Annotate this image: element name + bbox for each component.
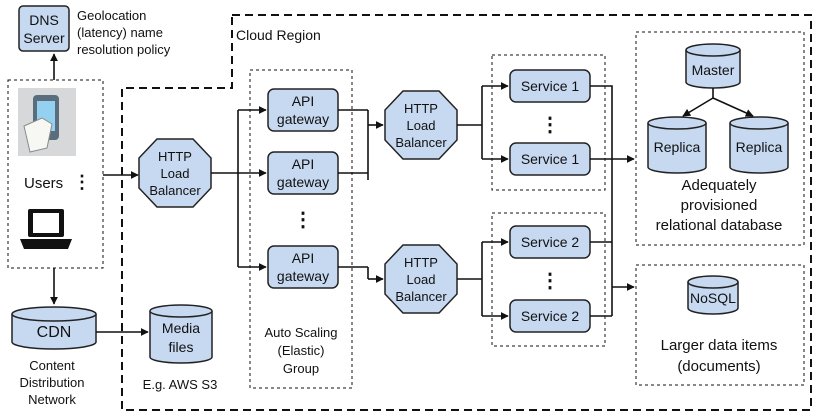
api-gateway-3-line2: gateway bbox=[277, 268, 329, 284]
media-files-caption: E.g. AWS S3 bbox=[143, 377, 218, 392]
load-balancer-2-line3: Balancer bbox=[395, 135, 447, 150]
geolocation-note-line3: resolution policy bbox=[77, 42, 171, 57]
relational-db-group bbox=[635, 31, 805, 246]
service2-dots: ⋮ bbox=[540, 270, 560, 292]
load-balancer-3-line3: Balancer bbox=[395, 289, 447, 304]
load-balancer-1-line1: HTTP bbox=[158, 149, 192, 164]
load-balancer-2-line1: HTTP bbox=[404, 101, 438, 116]
laptop-icon bbox=[20, 209, 72, 249]
dns-server-box bbox=[18, 5, 70, 52]
load-balancer-3-line1: HTTP bbox=[404, 255, 438, 270]
media-files-label-line1: Media bbox=[162, 320, 200, 336]
users-label: Users bbox=[24, 175, 63, 192]
nosql-group bbox=[635, 264, 805, 386]
master-db-label: Master bbox=[692, 62, 735, 78]
nosql-caption-line2: (documents) bbox=[677, 358, 760, 375]
edge-svc1a-out bbox=[590, 85, 613, 159]
api-gateway-3-line1: API bbox=[292, 250, 315, 266]
relational-caption-line2: provisioned bbox=[681, 197, 758, 214]
api-gateway-1-line1: API bbox=[292, 93, 315, 109]
dns-server-label-line1: DNS bbox=[29, 12, 59, 28]
service1-box-2-label: Service 1 bbox=[521, 151, 580, 167]
service2-box-2-label: Service 2 bbox=[521, 308, 580, 324]
replica-db-2-cylinder bbox=[729, 116, 789, 174]
users-group bbox=[7, 79, 104, 269]
replica-db-1-cylinder bbox=[647, 116, 707, 174]
api-gateway-1-line2: gateway bbox=[277, 111, 329, 127]
media-files-cylinder bbox=[149, 304, 213, 364]
service2-group bbox=[491, 212, 606, 347]
geolocation-note-line1: Geolocation bbox=[77, 8, 146, 23]
service1-dots: ⋮ bbox=[540, 114, 560, 136]
dns-server-label-line2: Server bbox=[23, 30, 65, 46]
cdn-cylinder bbox=[11, 306, 97, 350]
cdn-caption-line2: Distribution bbox=[19, 375, 84, 390]
load-balancer-1-line2: Load bbox=[161, 166, 190, 181]
autoscaling-label-line3: Group bbox=[283, 361, 319, 376]
edge-master-replica2 bbox=[712, 97, 754, 117]
api-gateway-dots: ⋮ bbox=[293, 209, 313, 231]
api-gateway-2-line2: gateway bbox=[277, 174, 329, 190]
relational-caption-line1: Adequately bbox=[681, 177, 757, 194]
load-balancer-2-line2: Load bbox=[407, 118, 436, 133]
autoscaling-label-line2: (Elastic) bbox=[278, 343, 325, 358]
master-db-cylinder bbox=[685, 43, 741, 89]
cloud-region-label: Cloud Region bbox=[236, 27, 321, 43]
service2-box-1-label: Service 2 bbox=[521, 234, 580, 250]
nosql-caption-line1: Larger data items bbox=[661, 337, 778, 354]
smartphone-hand-icon bbox=[18, 88, 76, 156]
users-dots: ⋮ bbox=[73, 172, 91, 192]
geolocation-note-line2: (latency) name bbox=[77, 25, 163, 40]
cdn-label: CDN bbox=[37, 324, 72, 341]
load-balancer-2 bbox=[384, 90, 458, 160]
load-balancer-1 bbox=[138, 138, 212, 208]
load-balancer-1-line3: Balancer bbox=[149, 183, 201, 198]
media-files-label-line2: files bbox=[169, 339, 194, 355]
edge-master-replica1 bbox=[682, 97, 714, 117]
replica-db-2-label: Replica bbox=[736, 139, 783, 155]
cloud-region-boundary bbox=[121, 14, 812, 411]
nosql-db-cylinder bbox=[687, 275, 739, 315]
cdn-caption-line1: Content bbox=[29, 358, 75, 373]
api-gateway-2-line1: API bbox=[292, 156, 315, 172]
service1-group bbox=[491, 54, 606, 191]
cdn-caption-line3: Network bbox=[28, 392, 76, 407]
load-balancer-3-line2: Load bbox=[407, 272, 436, 287]
nosql-db-label: NoSQL bbox=[690, 290, 736, 306]
replica-db-1-label: Replica bbox=[654, 139, 701, 155]
autoscaling-group bbox=[249, 69, 353, 389]
relational-caption-line3: relational database bbox=[656, 217, 783, 234]
load-balancer-3 bbox=[384, 244, 458, 314]
autoscaling-label-line1: Auto Scaling bbox=[265, 325, 338, 340]
connectors bbox=[50, 53, 754, 336]
service1-box-1-label: Service 1 bbox=[521, 78, 580, 94]
